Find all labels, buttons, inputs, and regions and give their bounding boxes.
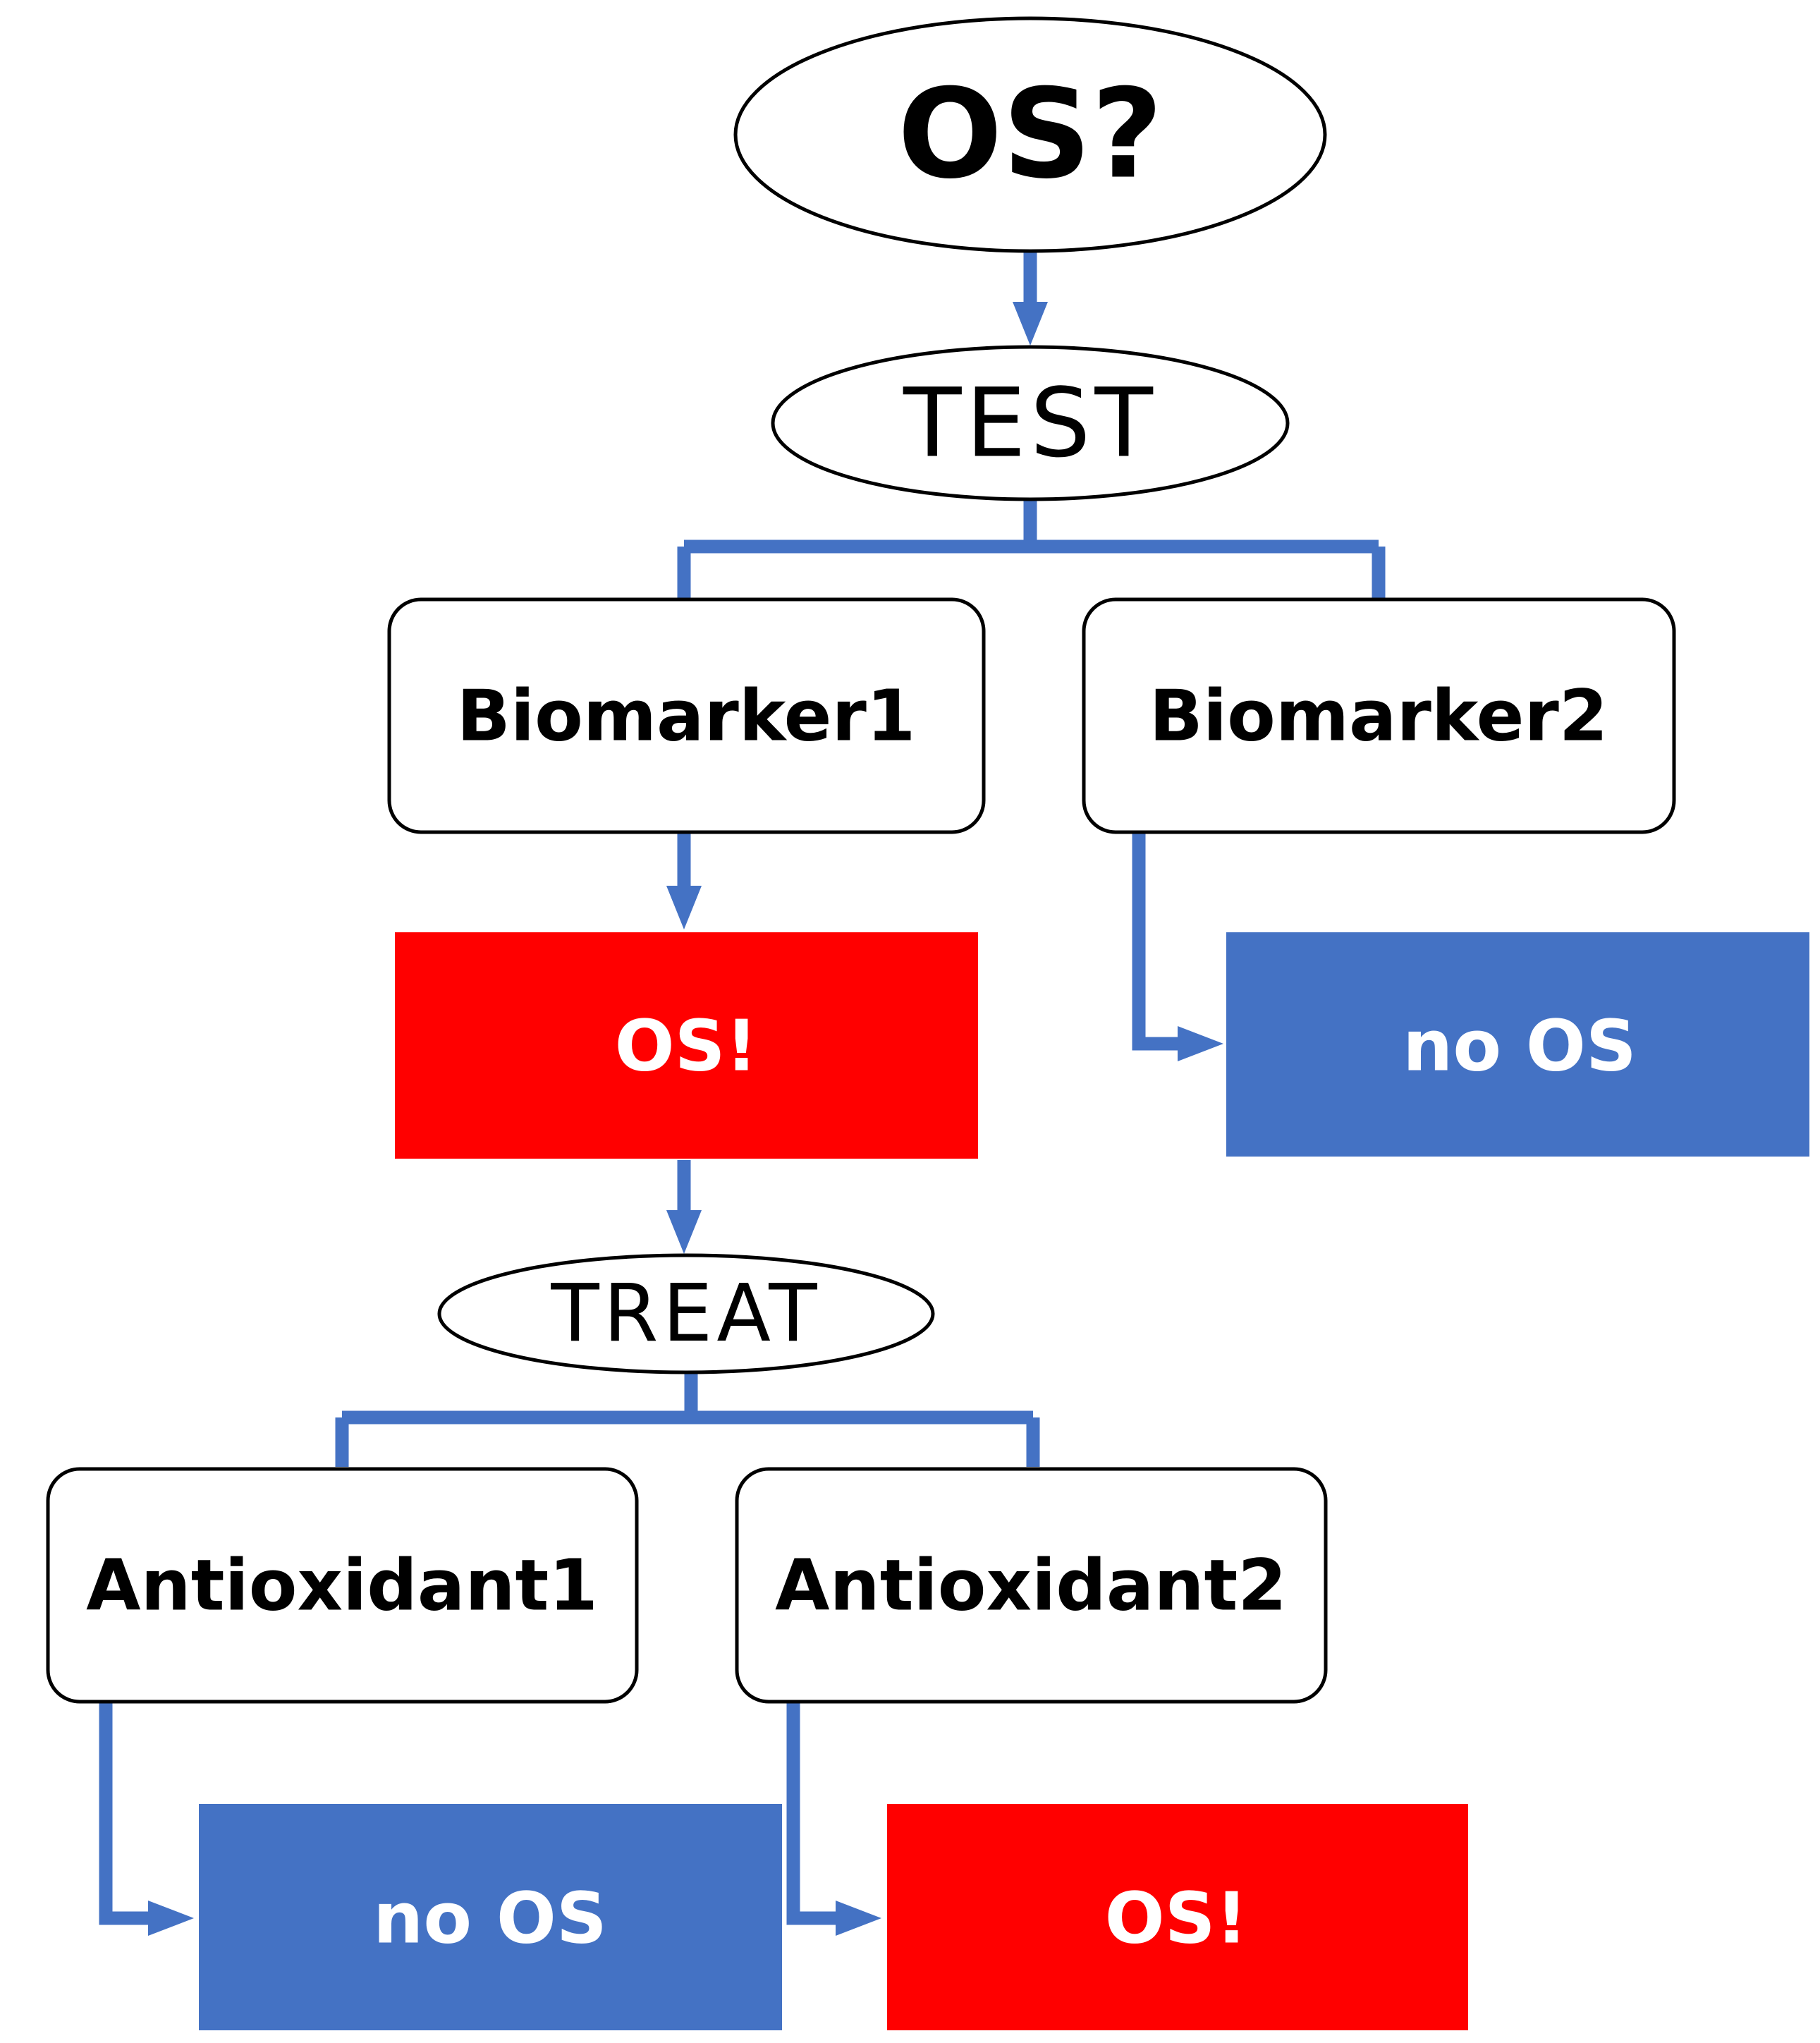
arrowhead-no-os-2 — [148, 1901, 194, 1936]
os-result-node-2: OS! — [887, 1804, 1468, 2030]
biomarker2-node: Biomarker2 — [1082, 597, 1676, 834]
question-node: OS? — [733, 16, 1327, 253]
no-os-result-label-1: no OS — [1403, 1005, 1637, 1087]
connector-antioxidant2-to-os — [786, 1700, 839, 1925]
antioxidant2-node: Antioxidant2 — [735, 1467, 1328, 1704]
treat-node: TREAT — [437, 1253, 935, 1374]
os-result-label-2: OS! — [1105, 1877, 1248, 1960]
connector-treat-to-antioxidants — [335, 1372, 1040, 1467]
connector-antioxidant1-to-no-os — [99, 1700, 152, 1925]
biomarker2-label: Biomarker2 — [1149, 675, 1608, 757]
os-result-node-1: OS! — [395, 932, 978, 1159]
antioxidant2-label: Antioxidant2 — [775, 1544, 1287, 1627]
connector-biomarker2-to-no-os — [1132, 832, 1181, 1051]
arrowhead-os-2 — [836, 1901, 881, 1936]
arrowhead-test — [1013, 302, 1048, 346]
biomarker1-label: Biomarker1 — [457, 675, 916, 757]
no-os-result-node-2: no OS — [199, 1804, 782, 2030]
biomarker1-node: Biomarker1 — [387, 597, 986, 834]
os-result-label-1: OS! — [615, 1005, 758, 1087]
antioxidant1-label: Antioxidant1 — [86, 1544, 598, 1627]
connector-test-to-biomarkers — [677, 499, 1386, 599]
arrowhead-os-1 — [666, 886, 702, 929]
no-os-result-label-2: no OS — [373, 1877, 607, 1960]
test-label: TEST — [903, 368, 1157, 479]
test-node: TEST — [771, 345, 1290, 501]
antioxidant1-node: Antioxidant1 — [46, 1467, 639, 1704]
arrowhead-no-os-1 — [1178, 1026, 1223, 1061]
treat-label: TREAT — [550, 1268, 821, 1360]
arrowhead-treat — [666, 1210, 702, 1254]
question-label: OS? — [898, 63, 1163, 207]
no-os-result-node-1: no OS — [1226, 932, 1809, 1157]
